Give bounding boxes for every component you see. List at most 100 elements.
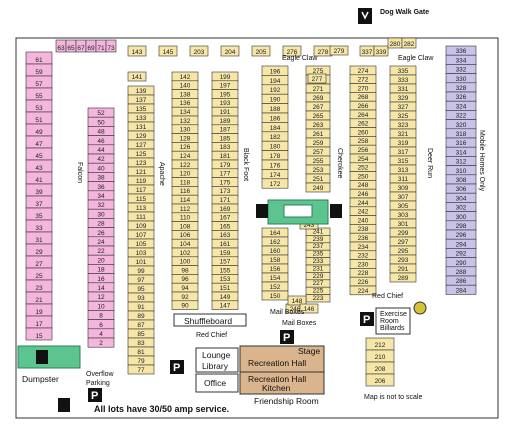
lavender-lot-322: 322	[445, 110, 477, 120]
col-a-lot-107: 107	[127, 229, 155, 240]
svg-text:184: 184	[270, 125, 281, 132]
col-f-lot-264: 264	[349, 109, 377, 120]
svg-text:126: 126	[180, 144, 191, 151]
svg-text:85: 85	[137, 331, 145, 338]
pink-left-lot-35: 35	[25, 207, 53, 221]
eagle-claw-right-label: Eagle Claw	[398, 55, 434, 62]
svg-text:39: 39	[35, 189, 43, 196]
pool-water	[283, 204, 313, 218]
svg-text:186: 186	[270, 115, 281, 122]
svg-text:337: 337	[362, 49, 373, 56]
friendship-room-label: Friendship Room	[254, 396, 319, 406]
svg-text:148: 148	[292, 298, 303, 305]
svg-text:45: 45	[35, 153, 43, 160]
mail-boxes-label-1: Mail Boxes	[270, 309, 305, 316]
pink-inner-lot-18: 18	[87, 264, 115, 274]
col-e-top-lot-275: 275	[305, 65, 331, 76]
svg-text:187: 187	[220, 127, 231, 134]
col-a-lot-109: 109	[127, 220, 155, 231]
svg-text:120: 120	[180, 171, 191, 178]
svg-text:261: 261	[313, 131, 324, 138]
overflow-label-1: Overflow	[86, 371, 115, 378]
svg-text:141: 141	[132, 74, 143, 81]
svg-text:44: 44	[97, 147, 105, 154]
col-g-lot-333: 333	[389, 74, 417, 85]
col-c-lot-199: 199	[211, 71, 239, 82]
shuffleboard-label: Shuffleboard	[184, 316, 232, 326]
col-g-lot-335: 335	[389, 65, 417, 76]
col-g-lot-319: 319	[389, 137, 417, 148]
col-g-lot-315: 315	[389, 155, 417, 166]
lavender-lot-290: 290	[445, 257, 477, 268]
svg-text:49: 49	[35, 129, 43, 136]
col-g-lot-321: 321	[389, 128, 417, 139]
svg-text:129: 129	[136, 133, 147, 140]
col-e-top-lot-259: 259	[305, 137, 331, 148]
svg-text:61: 61	[35, 57, 43, 64]
svg-text:4: 4	[99, 331, 103, 338]
lavender-lot-292: 292	[445, 248, 477, 258]
svg-text:97: 97	[137, 277, 145, 284]
col-d-bottom-lot-156: 156	[261, 263, 289, 274]
pink-left-lot-47: 47	[25, 135, 53, 149]
lavender-lot-286: 286	[445, 275, 477, 286]
dumpster-icon	[36, 350, 48, 364]
rec-hall-kitchen-label-1: Recreation Hall	[248, 374, 306, 384]
svg-text:250: 250	[358, 173, 369, 180]
col-d-top-lot-186: 186	[261, 112, 289, 123]
svg-text:284: 284	[456, 287, 467, 294]
svg-text:268: 268	[358, 94, 369, 101]
office	[195, 373, 239, 393]
svg-text:210: 210	[375, 354, 386, 361]
svg-text:106: 106	[180, 232, 191, 239]
col-a-lot-103: 103	[127, 247, 155, 258]
svg-text:140: 140	[180, 83, 191, 90]
col-c-lot-149: 149	[211, 291, 239, 302]
col-b-lot-140: 140	[171, 80, 199, 90]
svg-text:191: 191	[220, 109, 231, 116]
svg-text:254: 254	[358, 156, 369, 163]
svg-text:175: 175	[220, 179, 231, 186]
pink-inner-lot-30: 30	[87, 208, 115, 219]
scale-note: Map is not to scale	[364, 394, 422, 401]
svg-text:37: 37	[35, 201, 43, 208]
mail-boxes-label-2: Mail Boxes	[282, 320, 317, 327]
col-c-lot-159: 159	[211, 247, 239, 258]
svg-text:178: 178	[270, 153, 281, 160]
pink-inner-lot-38: 38	[87, 172, 115, 182]
pink-left-lot-53: 53	[25, 99, 53, 113]
park-boundary	[15, 37, 499, 419]
svg-text:333: 333	[398, 77, 409, 84]
col-f-lot-230: 230	[349, 259, 377, 269]
col-b-lot-136: 136	[171, 98, 199, 108]
col-b-lot-104: 104	[171, 238, 199, 249]
svg-text:149: 149	[220, 294, 231, 301]
overflow-label-2: Parking	[86, 380, 110, 387]
col-c-lot-163: 163	[211, 230, 239, 240]
pink-inner-lot-42: 42	[87, 153, 115, 164]
col-g-lot-305: 305	[389, 200, 417, 211]
col-d-top-lot-182: 182	[261, 131, 289, 142]
col-c-lot-167: 167	[211, 212, 239, 222]
svg-text:83: 83	[137, 340, 145, 347]
stage-label: Stage	[298, 346, 320, 356]
svg-text:253: 253	[313, 167, 324, 174]
pink-inner-lot-26: 26	[87, 227, 115, 238]
svg-text:243: 243	[304, 222, 315, 229]
parking-main-p: P	[283, 332, 290, 344]
svg-text:19: 19	[35, 309, 43, 316]
pink-left-lot-25: 25	[25, 267, 53, 281]
col-a-lot-83: 83	[127, 337, 155, 348]
svg-text:158: 158	[270, 257, 281, 264]
col-a-lot-135: 135	[127, 103, 155, 114]
svg-text:26: 26	[97, 230, 105, 237]
svg-text:185: 185	[220, 135, 231, 142]
top-row-lot-143: 143	[127, 45, 147, 57]
eagle-claw-top-label: Eagle Claw	[282, 55, 318, 62]
pink-left-lot-49: 49	[25, 123, 53, 137]
svg-text:307: 307	[398, 194, 409, 201]
svg-text:223: 223	[313, 295, 324, 302]
lavender-lot-324: 324	[445, 100, 477, 111]
col-a-lot-129: 129	[127, 130, 155, 141]
